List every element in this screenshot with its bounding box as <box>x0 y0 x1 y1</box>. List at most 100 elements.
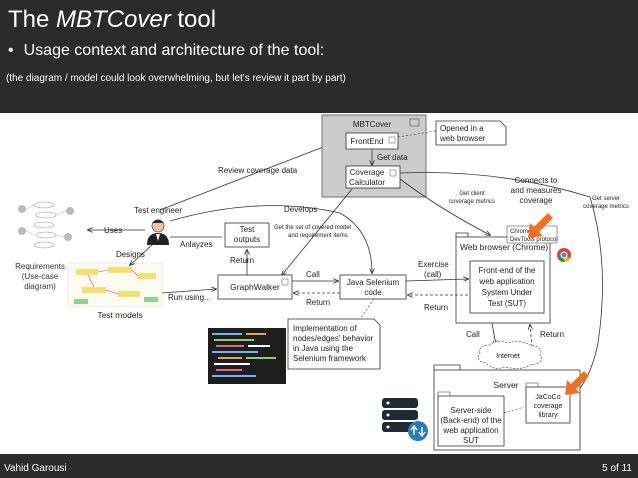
requirements-diagram-thumbnail <box>10 195 80 257</box>
requirements-label-3: diagram) <box>24 282 56 291</box>
frontend-sut-line3: System Under <box>482 288 533 297</box>
graphwalker-box <box>217 274 293 300</box>
internet-cloud-icon <box>477 341 542 369</box>
call-label: Call <box>306 270 320 279</box>
internet-label: Internet <box>496 353 520 360</box>
requirements-label-1: Requirements <box>15 262 65 271</box>
frontend-label: FrontEnd <box>351 137 384 146</box>
jacoco-box <box>525 386 571 424</box>
test-models-thumbnail <box>67 262 163 308</box>
impl-note-line4: Selenium framework <box>293 354 367 363</box>
server-tab <box>433 364 461 370</box>
opened-note-line1: Opened in a <box>440 124 484 133</box>
frontend-sut-line2: web application <box>478 277 534 286</box>
diagram-svg: Requirements (Use-case diagram) Test mod… <box>10 56 629 451</box>
test-outputs-box <box>224 222 270 248</box>
frontend-component-icon <box>388 136 396 144</box>
get-server-line1: Get server <box>592 196 620 202</box>
impl-note-connector <box>359 298 375 320</box>
backend-line4: SUT <box>463 436 479 445</box>
author: Vahid Garousi <box>4 463 67 474</box>
selenium-return-label: Return <box>306 298 330 307</box>
get-client-arrow <box>399 178 490 235</box>
develops-arrow <box>169 205 372 273</box>
exercise-line1: Exercise <box>418 260 449 269</box>
backend-box <box>437 395 505 447</box>
designs-label: Designs <box>116 250 145 259</box>
internet-return-arrow <box>530 325 532 348</box>
server-label: Server <box>493 380 518 390</box>
chrome-logo-icon <box>557 248 571 263</box>
get-server-line2: coverage metrics <box>583 204 629 210</box>
backend-line2: (Back-end) of the <box>440 416 502 425</box>
run-using-label: Run using... <box>168 293 211 302</box>
frontend-sut-box <box>469 260 545 314</box>
chrome-devtools-line1: Chrome's <box>510 229 536 235</box>
coverage-calculator-box <box>345 165 401 189</box>
review-coverage-label: Review coverage data <box>218 166 298 175</box>
impl-note-line2: nodes/edges' behavior <box>293 334 374 343</box>
browser-return-label: Return <box>424 303 448 312</box>
graphwalker-component-icon <box>281 278 289 286</box>
jacoco-tab <box>525 382 539 387</box>
bullet-icon: • <box>8 42 14 59</box>
jacoco-line2: coverage <box>534 403 563 410</box>
java-selenium-line2: code <box>364 288 382 297</box>
title-suffix: tool <box>170 6 217 33</box>
get-client-line2: coverage metrics <box>449 199 495 205</box>
connects-line3: coverage <box>520 196 553 205</box>
designs-arrow <box>130 244 153 265</box>
review-coverage-arrow <box>159 139 344 211</box>
mbtcover-label: MBTCover <box>353 120 392 129</box>
test-engineer-label: Test engineer <box>134 206 182 215</box>
bullet-text: Usage context and architecture of the to… <box>23 42 325 59</box>
architecture-diagram: Requirements (Use-case diagram) Test mod… <box>0 56 638 454</box>
orange-arrow-small-icon <box>528 213 553 238</box>
run-using-arrow <box>161 289 216 294</box>
exercise-line2: (call) <box>424 270 442 279</box>
opened-note-connector <box>397 130 437 138</box>
code-screenshot-image <box>208 328 286 384</box>
web-browser-label: Web browser (Chrome) <box>460 242 548 252</box>
graphwalker-label: GraphWalker <box>230 282 280 292</box>
slide-title: The MBTCover tool <box>8 6 216 34</box>
impl-note-line1: Implementation of <box>293 324 357 333</box>
frontend-sut-line4: Test (SUT) <box>488 299 527 308</box>
impl-note-box <box>287 318 381 370</box>
mbtcover-component-icon <box>409 118 420 127</box>
get-client-line1: Get client <box>459 191 485 197</box>
web-browser-tab <box>455 232 469 237</box>
develops-label: Develops <box>284 205 317 214</box>
backend-line1: Server-side <box>451 406 492 415</box>
get-data-label: Get data <box>377 153 408 162</box>
test-engineer-icon <box>147 219 169 245</box>
get-server-arrow <box>399 172 603 399</box>
coverage-calc-line1: Coverage <box>350 168 385 177</box>
jacoco-line1: JaCoCo <box>535 394 560 401</box>
internet-call-arrow <box>491 322 496 345</box>
test-models-label: Test models <box>97 310 142 320</box>
jacoco-line3: library <box>538 412 558 419</box>
requirements-label-2: (Use-case <box>22 272 59 281</box>
internet-call-label: Call <box>466 330 480 339</box>
analyzes-label: Anlayzes <box>180 240 212 249</box>
backend-line3: web application <box>442 426 498 435</box>
opened-note-line2: web browser <box>439 134 486 143</box>
database-server-icon <box>382 398 428 441</box>
backend-tab <box>437 391 451 396</box>
connects-line2: and measures <box>511 186 562 195</box>
uses-label: Uses <box>104 226 122 235</box>
backend-jacoco-connector <box>503 406 525 414</box>
title-prefix: The <box>8 6 57 33</box>
frontend-sut-line1: Front-end of the <box>479 266 536 275</box>
exercise-arrow <box>405 279 468 281</box>
java-selenium-line1: Java Selenium <box>347 278 400 287</box>
chrome-devtools-line2: DevTools protocol <box>510 237 558 243</box>
coverage-calc-line2: Calculator <box>349 178 385 187</box>
coverage-calculator-component-icon <box>389 169 397 177</box>
internet-return-label: Return <box>540 330 564 339</box>
slide-subtitle: (the diagram / model could look overwhel… <box>6 73 346 84</box>
get-covered-line2: and requirement items <box>288 233 348 239</box>
test-outputs-line1: Test <box>240 225 255 234</box>
java-selenium-box <box>339 274 407 300</box>
